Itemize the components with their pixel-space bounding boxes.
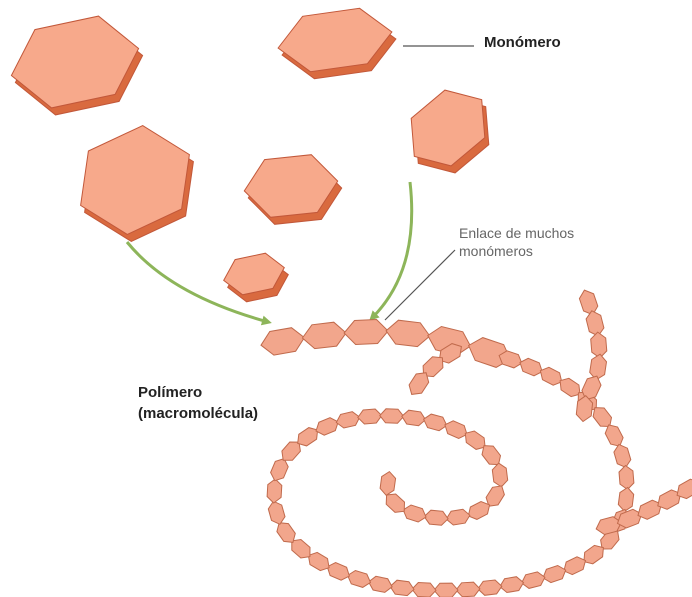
chain-monomer-icon	[584, 545, 604, 563]
monomer-hexagon-icon	[244, 155, 341, 225]
chain-monomer-icon	[520, 358, 542, 376]
chain-monomer-icon	[543, 566, 566, 583]
chain-monomer-icon	[380, 472, 396, 496]
chain-monomer-icon	[424, 414, 447, 431]
chain-monomer-icon	[446, 509, 470, 525]
chain-monomer-icon	[277, 523, 295, 543]
chain-monomer-icon	[390, 580, 414, 595]
chain-monomer-icon	[499, 351, 522, 368]
chain-monomer-icon	[540, 367, 561, 385]
monomer-hexagon-icon	[11, 16, 142, 115]
monomer-hexagon-icon	[81, 126, 194, 242]
chain-monomer-icon	[267, 479, 282, 503]
chain-monomer-icon	[271, 459, 289, 481]
chain-monomer-icon	[434, 583, 458, 597]
polymer-label-line-2: (macromolécula)	[138, 403, 258, 424]
monomer-hexagon-icon	[278, 8, 396, 78]
chain-monomer-icon	[619, 466, 634, 490]
chain-monomer-icon	[677, 479, 692, 498]
chain-monomer-icon	[316, 418, 338, 436]
chain-monomer-icon	[564, 557, 586, 575]
chain-monomer-icon	[593, 408, 611, 427]
chain-monomer-icon	[579, 290, 597, 315]
chain-monomer-icon	[386, 494, 404, 512]
link-label-line-2: monómeros	[459, 242, 574, 260]
monomer-hexagon-icon	[224, 253, 289, 302]
chain-monomer-icon	[590, 354, 607, 380]
chain-monomer-icon	[348, 571, 371, 588]
chain-monomer-icon	[298, 428, 318, 446]
chain-monomer-icon	[308, 552, 329, 570]
link-label-line-1: Enlace de muchos	[459, 224, 574, 242]
chain-monomer-icon	[409, 373, 429, 395]
chain-monomer-icon	[380, 409, 404, 423]
chain-monomer-icon	[402, 410, 426, 426]
chain-monomer-icon	[386, 320, 430, 346]
chain-monomer-icon	[605, 425, 623, 446]
chain-monomer-icon	[618, 488, 633, 512]
chain-monomer-icon	[591, 332, 607, 358]
polymer-label-line-1: Polímero	[138, 382, 258, 403]
chain-monomer-icon	[327, 563, 349, 581]
chain-monomer-icon	[403, 505, 426, 522]
chain-monomer-icon	[282, 442, 301, 460]
chain-monomer-icon	[500, 577, 524, 593]
chain-monomer-icon	[522, 572, 545, 589]
chain-monomer-icon	[268, 501, 285, 524]
chain-monomer-icon	[261, 328, 304, 355]
monomer-label: Monómero	[484, 34, 561, 51]
chain-monomer-icon	[344, 320, 388, 345]
chain-monomer-icon	[586, 311, 604, 336]
chain-monomer-icon	[456, 582, 480, 597]
monomer-hexagon-icon	[411, 90, 489, 173]
chain-monomer-icon	[482, 446, 501, 465]
right-arrow-icon	[372, 182, 412, 318]
chain-monomer-icon	[358, 409, 382, 424]
chain-monomer-icon	[478, 580, 502, 595]
chain-monomer-icon	[465, 431, 485, 449]
chain-monomer-icon	[336, 412, 359, 428]
link-label: Enlace de muchos monómeros	[459, 224, 574, 260]
chain-monomer-icon	[412, 583, 436, 597]
chain-monomer-icon	[302, 322, 346, 348]
chain-monomer-icon	[445, 421, 467, 439]
chain-monomer-icon	[424, 510, 448, 525]
chain-monomer-icon	[486, 486, 504, 506]
chain-monomer-icon	[614, 444, 631, 467]
chain-monomer-icon	[468, 502, 489, 520]
chain-monomer-icon	[560, 378, 580, 396]
free-monomers	[11, 8, 488, 302]
chain-monomer-icon	[292, 540, 310, 559]
polymer-chain	[261, 290, 692, 597]
chain-monomer-icon	[369, 576, 393, 592]
chain-monomer-icon	[492, 463, 507, 487]
polymer-label: Polímero (macromolécula)	[138, 382, 258, 424]
